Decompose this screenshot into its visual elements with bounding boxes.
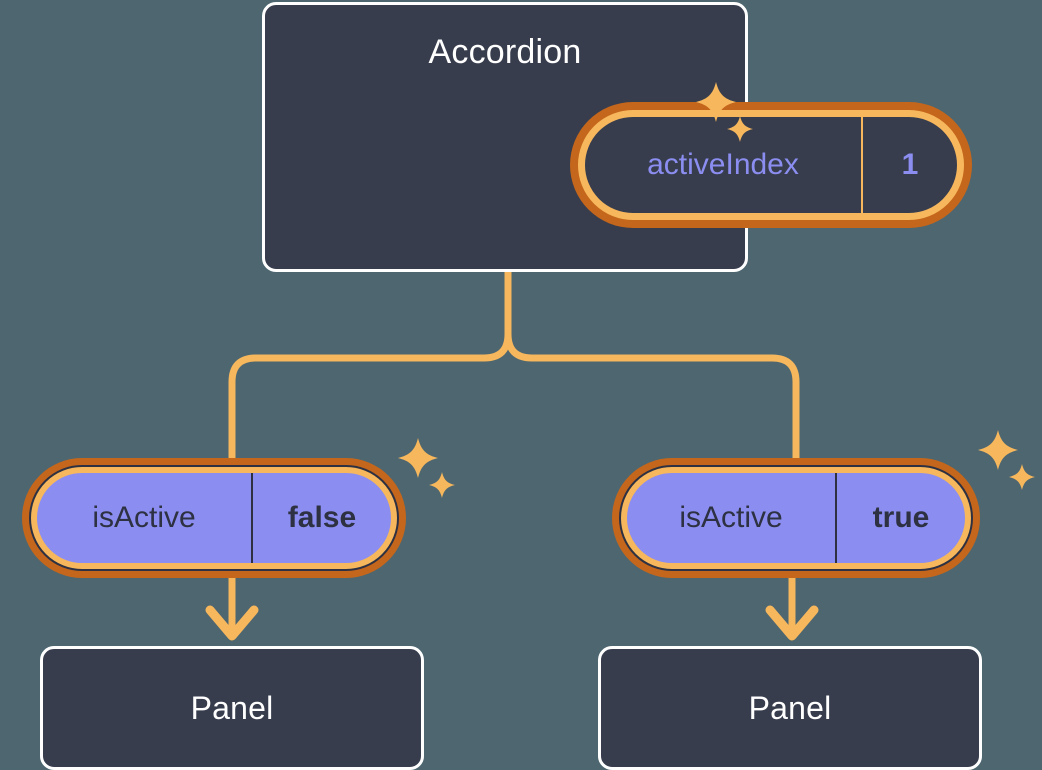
state-value-label: 1 bbox=[861, 117, 957, 213]
prop-value-label: true bbox=[835, 473, 965, 563]
sparkle-large-icon bbox=[978, 430, 1018, 470]
arrow-right-pill-to-panel bbox=[765, 578, 819, 641]
sparkle-small-icon bbox=[429, 472, 455, 498]
accordion-component[interactable]: Accordion activeIndex 1 bbox=[262, 2, 964, 272]
prop-key-label: isActive bbox=[679, 501, 783, 534]
state-pill-activeindex[interactable]: activeIndex 1 bbox=[578, 110, 964, 220]
tree-connector bbox=[228, 268, 800, 470]
arrow-left-pill-to-panel bbox=[205, 578, 259, 641]
panel-component-right[interactable]: Panel bbox=[598, 646, 982, 770]
prop-key-label: isActive bbox=[92, 501, 196, 534]
state-key-label: activeIndex bbox=[647, 148, 799, 181]
panel-title: Panel bbox=[748, 689, 832, 726]
prop-pill-isactive-false[interactable]: isActive false bbox=[29, 465, 399, 571]
panel-component-left[interactable]: Panel bbox=[40, 646, 424, 770]
prop-value-label: false bbox=[251, 473, 391, 563]
sparkle-group-right-pill bbox=[978, 430, 1035, 490]
accordion-title: Accordion bbox=[428, 33, 582, 71]
sparkle-large-icon bbox=[398, 438, 438, 478]
prop-pill-isactive-true[interactable]: isActive true bbox=[619, 465, 973, 571]
sparkle-small-icon bbox=[1009, 464, 1035, 490]
panel-title: Panel bbox=[190, 689, 274, 726]
sparkle-group-left-pill bbox=[398, 438, 455, 498]
